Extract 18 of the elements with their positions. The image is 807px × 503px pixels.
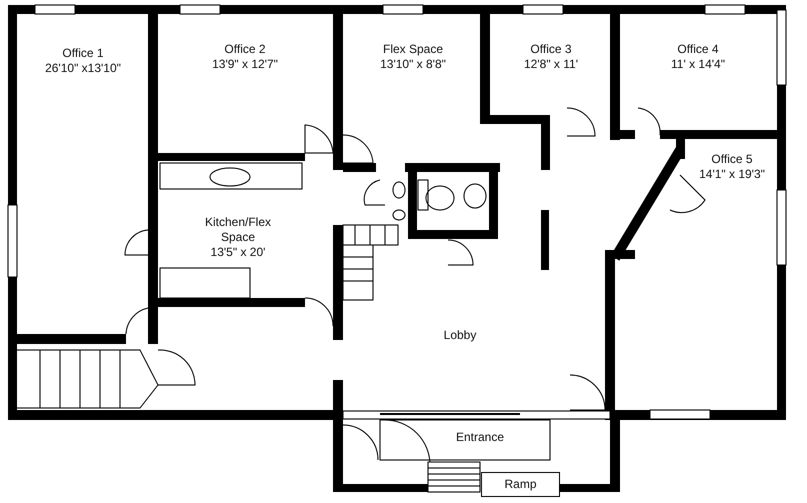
room-name: Office 1 — [62, 46, 104, 61]
room-name: Ramp — [504, 477, 536, 492]
room-dimensions: 13'10" x 8'8" — [380, 57, 446, 72]
ramp-box — [481, 472, 560, 497]
room-name: Lobby — [444, 328, 476, 342]
room-name: Office 5 — [711, 152, 753, 167]
room-dimensions: 13'9" x 12'7" — [212, 57, 278, 72]
room-dimensions: 26'10" x13'10" — [45, 61, 121, 76]
room-name: Office 2 — [224, 42, 266, 57]
room-name: Office 3 — [530, 42, 572, 57]
room-dimensions: 12'8" x 11' — [524, 57, 578, 72]
room-name: Flex Space — [382, 42, 444, 57]
room-name: Kitchen/Flex Space — [204, 214, 272, 244]
room-dimensions: 14'1" x 19'3" — [699, 167, 765, 182]
room-name: Entrance — [456, 430, 504, 444]
room-name: Office 4 — [677, 42, 719, 57]
room-dimensions: 11' x 14'4" — [671, 57, 725, 72]
room-dimensions: 13'5" x 20' — [210, 244, 266, 260]
